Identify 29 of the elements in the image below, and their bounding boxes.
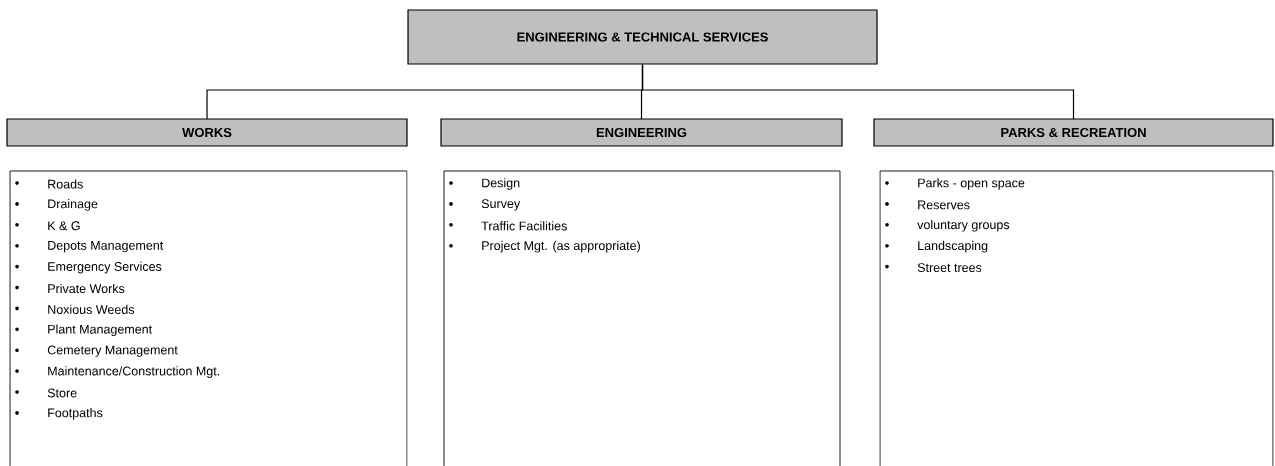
list-item: voluntary groups [885,219,1010,232]
list-item: Reserves [885,200,970,210]
title-box: ENGINEERING & TECHNICAL SERVICES [407,9,878,65]
department-header: WORKS [6,118,408,147]
list-item: Parks - open space [885,178,1025,190]
list-item: Footpaths [15,408,103,420]
list-box [9,170,408,466]
list-item: Landscaping [885,240,988,253]
list-item: K & G [15,221,80,231]
list-item: Project Mgt. (as appropriate) [449,240,640,253]
list-item: Traffic Facilities [449,221,567,231]
list-item: Maintenance/Construction Mgt. [15,366,220,378]
list-item: Private Works [15,283,125,294]
list-item: Drainage [15,199,98,211]
list-item: Cemetery Management [15,345,178,357]
list-item: Emergency Services [15,261,162,274]
list-item: Noxious Weeds [15,304,135,314]
list-item: Design [449,178,520,190]
list-item: Depots Management [15,241,164,253]
list-box [443,170,841,466]
department-header: ENGINEERING [440,118,843,147]
list-item: Store [15,388,77,398]
list-box [879,170,1274,466]
list-item: Roads [15,179,83,189]
list-item: Survey [449,199,521,211]
department-header: PARKS & RECREATION [873,118,1274,147]
list-item: Street trees [885,263,982,272]
list-item: Plant Management [15,324,153,337]
connector-line [641,64,1075,120]
